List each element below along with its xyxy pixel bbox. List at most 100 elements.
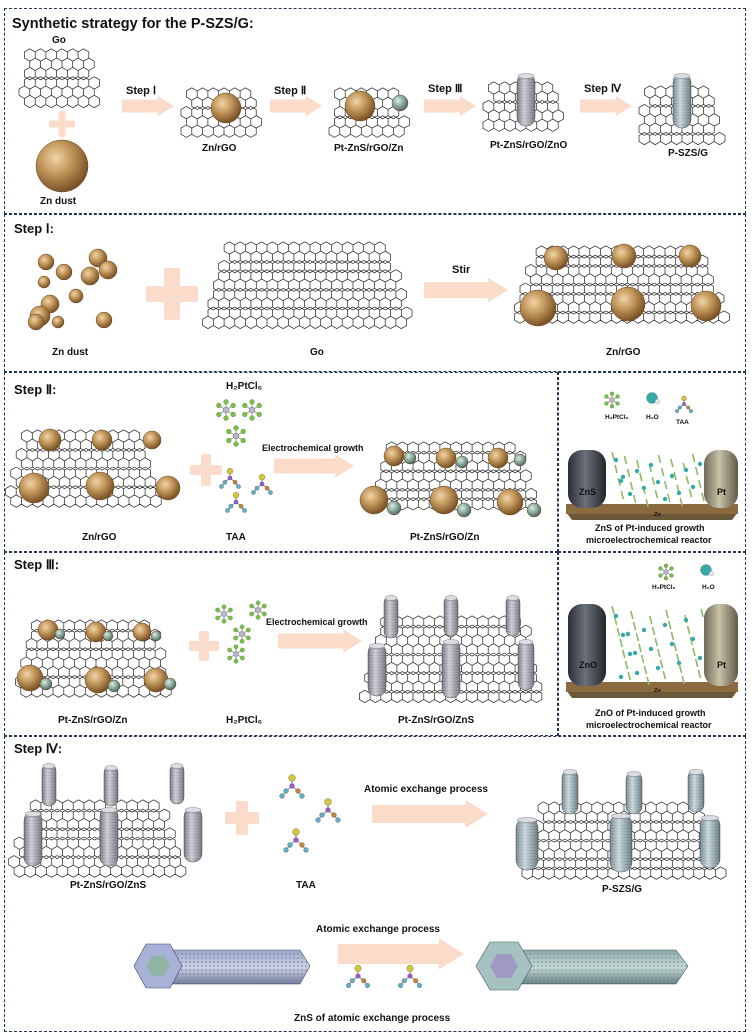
step4-exchange-taa-2 <box>398 965 422 988</box>
step2-reactant-zn-1 <box>38 428 62 452</box>
step1-zn-dust-ball-2 <box>55 263 73 281</box>
step2-inset-base-label: Zn <box>654 512 661 518</box>
step3-reactant-zn-4 <box>16 664 44 692</box>
step2-inset-legend-h2ptcl6: H₂PtCl₆ <box>605 414 629 421</box>
step1-zn-ball-1 <box>543 245 569 271</box>
step4-plus <box>225 801 259 835</box>
step4-caption: ZnS of atomic exchange process <box>294 1013 451 1024</box>
step3-h2ptcl6-molecule-1 <box>215 604 233 624</box>
step3-arrow-label: Electrochemical growth <box>266 617 368 627</box>
step4-exchange-taa-1 <box>346 965 370 988</box>
step2-reactant-zn-3 <box>142 430 162 450</box>
step1-zn-ball-6 <box>690 290 722 322</box>
step4-reactant-label: Pt-ZnS/rGO/ZnS <box>70 880 147 891</box>
step3-reactant-zn-6 <box>143 667 169 693</box>
overview-arrow-step3 <box>424 95 476 117</box>
overview-pszs-rod <box>672 73 692 129</box>
step1-zn-dust-ball-1 <box>37 253 55 271</box>
overview-arrow-step1 <box>122 95 174 117</box>
overview-step2-label: Step Ⅱ <box>274 85 307 97</box>
step2-product-pt-4 <box>386 500 402 516</box>
step2-taa-label: TAA <box>226 532 246 543</box>
step2-product-zn-2 <box>435 447 457 469</box>
step1-panel <box>4 214 746 372</box>
step3-inset-caption2: microelectrochemical reactor <box>586 720 712 730</box>
step4-panel <box>4 736 746 1032</box>
overview-go-sheet <box>18 48 100 109</box>
step3-product-rod-1 <box>383 595 399 639</box>
overview-zn-dust-ball <box>35 139 89 193</box>
step3-reactant-zn-3 <box>132 622 152 642</box>
step1-zn-dust-ball-5 <box>98 260 118 280</box>
overview-arrow-step2 <box>270 95 322 117</box>
step2-taa-molecule-2 <box>251 474 273 495</box>
step4-reactant-rod-5 <box>99 807 119 867</box>
step2-h2ptcl6-label: H₂PtCl₆ <box>226 381 263 392</box>
step3-plus <box>189 631 219 661</box>
step3-inset-left-electrode: ZnO <box>579 660 597 670</box>
step2-product-zn-1 <box>383 445 405 467</box>
step1-zn-dust-ball-6 <box>80 266 100 286</box>
step4-product-rod-5 <box>609 813 633 873</box>
diagram-title: Synthetic strategy for the P-SZS/G: <box>12 16 254 32</box>
step2-product-zn-6 <box>496 488 524 516</box>
step1-zn-dust-ball-7 <box>68 288 84 304</box>
step4-arrow2-label: Atomic exchange process <box>316 924 440 935</box>
step4-reactant-rod-3 <box>169 763 185 805</box>
step3-h2ptcl6-molecule-4 <box>227 644 245 664</box>
step3-product-rod-3 <box>505 595 521 637</box>
step3-product-rod-5 <box>441 639 461 699</box>
step2-product-pt-3 <box>513 453 527 467</box>
step3-inset-base-label: Zn <box>654 688 661 694</box>
step3-reactant-pt-5 <box>107 679 121 693</box>
step2-product-pt-6 <box>526 502 542 518</box>
overview-zn-ball-2 <box>344 90 376 122</box>
step2-inset-right-electrode: Pt <box>717 487 726 497</box>
step2-inset-caption1: ZnS of Pt-induced growth <box>595 523 705 533</box>
step3-h2ptcl6-molecule-2 <box>233 624 251 644</box>
step4-taa-molecule-3 <box>283 828 309 853</box>
step4-reactant-rod-2 <box>103 765 119 807</box>
step4-reactant-rod-6 <box>183 807 203 863</box>
step3-product-rod-2 <box>443 595 459 637</box>
overview-zn-rgo-label: Zn/rGO <box>202 143 237 154</box>
step2-arrow <box>274 454 354 478</box>
step4-product-rod-2 <box>625 771 643 815</box>
step3-inset-caption1: ZnO of Pt-induced growth <box>595 708 706 718</box>
step3-h2ptcl6-label: H₂PtCl₆ <box>226 715 263 726</box>
step3-reactant-pt-1 <box>54 628 66 640</box>
step2-inset-legend-pt <box>604 391 620 409</box>
step3-reactant-zn-5 <box>84 666 112 694</box>
step3-reactant-pt-2 <box>102 630 114 642</box>
step1-zn-dust-label: Zn dust <box>52 347 89 358</box>
step3-inset-legend-h2o: H₂O <box>702 584 715 591</box>
step1-header: Step Ⅰ: <box>14 221 54 236</box>
step2-inset-left-electrode: ZnS <box>579 487 596 497</box>
step2-inset-legend-taa <box>675 395 693 413</box>
overview-pt-ball <box>391 94 409 112</box>
step1-zn-dust-ball-12 <box>95 311 113 329</box>
step2-product-zn-3 <box>487 447 509 469</box>
step3-reactant-zn-2 <box>85 621 107 643</box>
step1-zn-dust-ball-4 <box>88 248 108 268</box>
step2-inset-legend-taa: TAA <box>676 419 689 426</box>
overview-step3-label: Step Ⅲ <box>428 83 463 95</box>
step1-arrow <box>424 277 508 303</box>
overview-pt-zns-zno-label: Pt-ZnS/rGO/ZnO <box>490 140 568 151</box>
step2-reactor-graphic <box>566 450 738 520</box>
overview-pt-zns-zn-label: Pt-ZnS/rGO/Zn <box>334 143 404 154</box>
overview-zno-rod <box>516 73 536 127</box>
step4-pszs-big-rod <box>475 941 689 991</box>
step2-h2ptcl6-molecule-2 <box>242 399 262 421</box>
step2-product-pt-1 <box>403 451 417 465</box>
step2-inset-panel <box>558 372 746 552</box>
step1-go-sheet <box>202 241 413 330</box>
step3-arrow <box>278 629 362 653</box>
step4-product-rod-3 <box>687 769 705 813</box>
step4-arrow-label: Atomic exchange process <box>364 784 488 795</box>
step2-product-pt-5 <box>456 502 472 518</box>
step3-inset-right-electrode: Pt <box>717 660 726 670</box>
overview-zn-dust-label: Zn dust <box>40 196 77 207</box>
step2-product-zn-5 <box>429 485 459 515</box>
